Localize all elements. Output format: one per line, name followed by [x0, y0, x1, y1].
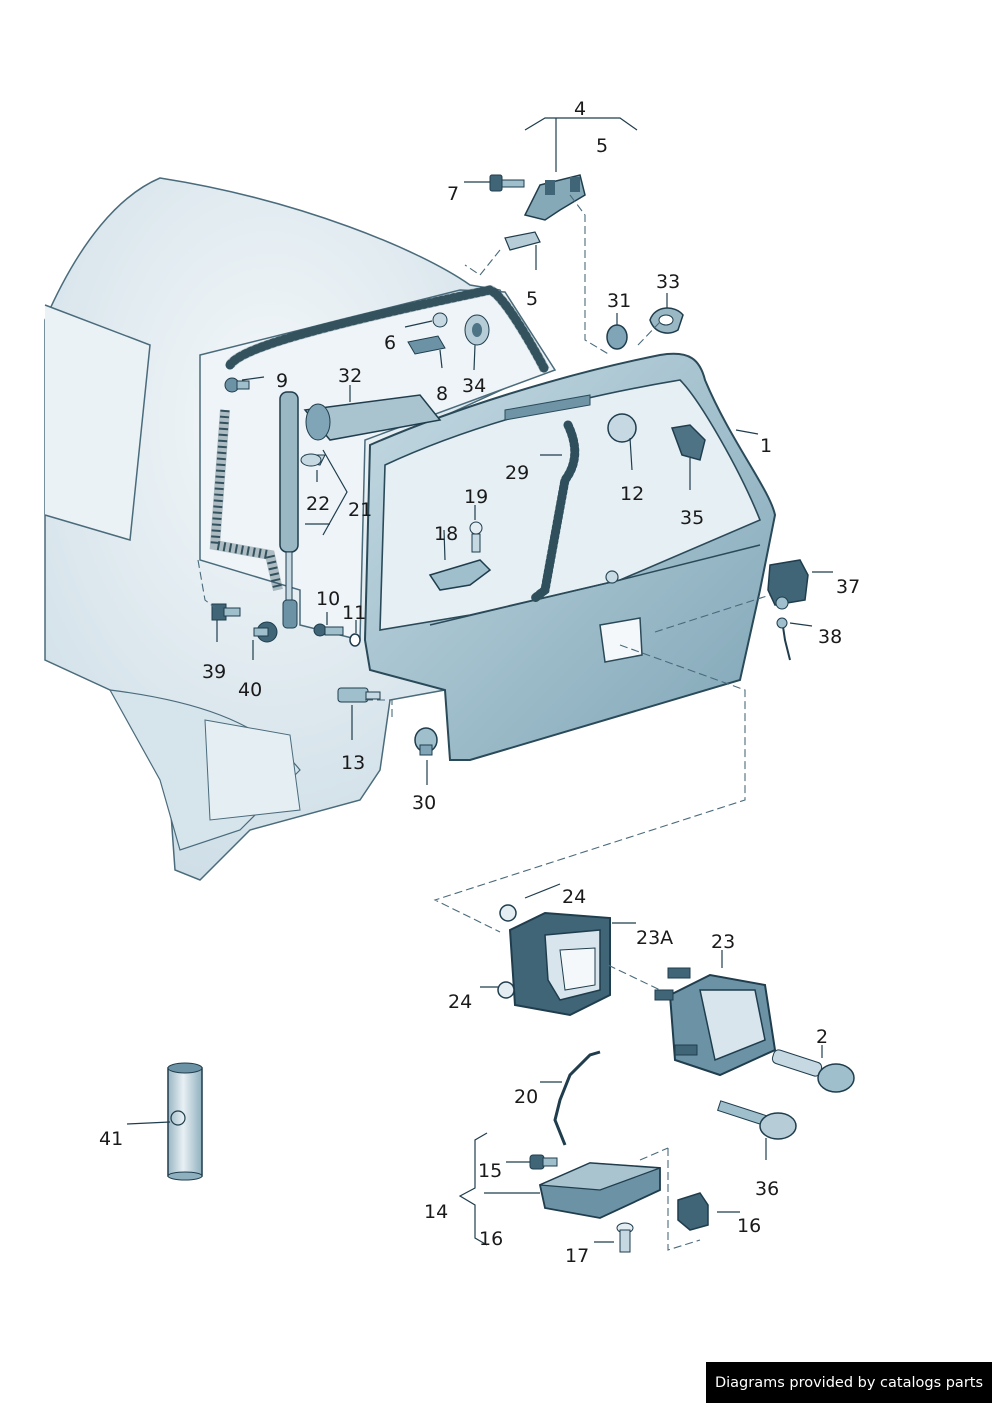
hinge: [504, 174, 586, 251]
lock-housing: [508, 911, 611, 1017]
part-label-24: 24: [448, 991, 473, 1013]
part-label-4: 4: [574, 98, 587, 120]
part-label-23: 23: [711, 931, 736, 953]
part-label-30: 30: [412, 792, 437, 814]
actuator: [767, 559, 809, 661]
part-label-2: 2: [816, 1026, 829, 1048]
part-label-11: 11: [342, 602, 367, 624]
part-label-14: 14: [424, 1201, 449, 1223]
part-label-9: 9: [276, 370, 289, 392]
leader-lines: [126, 117, 833, 1246]
clip: [300, 453, 322, 467]
lock-cylinder: [771, 1049, 855, 1093]
part-label-29: 29: [505, 462, 530, 484]
bolt-15: [529, 1154, 558, 1170]
part-label-19: 19: [464, 486, 489, 508]
nut: [497, 981, 515, 999]
spray-can: [167, 1062, 203, 1181]
part-label-7: 7: [447, 183, 460, 205]
part-label-6: 6: [384, 332, 397, 354]
part-label-17: 17: [565, 1245, 590, 1267]
part-label-33: 33: [656, 271, 681, 293]
part-label-34: 34: [462, 375, 487, 397]
bolt: [489, 174, 525, 192]
trim-clip: [428, 559, 492, 591]
grommets-31-33: [606, 307, 684, 350]
part-label-36: 36: [755, 1178, 780, 1200]
small-clips-top: [407, 312, 490, 355]
part-label-15: 15: [478, 1160, 503, 1182]
part-label-18: 18: [434, 523, 459, 545]
rod: [553, 1050, 601, 1146]
part-label-12: 12: [620, 483, 645, 505]
dashed-guide-lines: [197, 194, 771, 1251]
key: [716, 1100, 797, 1140]
part-label-21: 21: [348, 499, 373, 521]
part-label-35: 35: [680, 507, 705, 529]
part-label-5: 5: [596, 135, 609, 157]
screw: [469, 521, 483, 553]
gas-strut: [279, 391, 299, 629]
part-label-41: 41: [99, 1128, 124, 1150]
part-label-24: 24: [562, 886, 587, 908]
part-label-38: 38: [818, 626, 843, 648]
part-label-37: 37: [836, 576, 861, 598]
part-label-1: 1: [760, 435, 773, 457]
grommet: [607, 413, 637, 443]
part-label-13: 13: [341, 752, 366, 774]
part-label-39: 39: [202, 661, 227, 683]
part-label-8: 8: [436, 383, 449, 405]
nut: [499, 904, 517, 922]
ball-stud: [313, 623, 361, 647]
buffer: [414, 727, 438, 756]
seal-strip: [530, 420, 580, 603]
part-label-5: 5: [526, 288, 539, 310]
part-label-32: 32: [338, 365, 363, 387]
bracket: [670, 424, 706, 461]
studs-39-40: [211, 603, 278, 643]
part-label-23a: 23A: [636, 927, 674, 949]
part-label-20: 20: [514, 1086, 539, 1108]
switch-16: [677, 1192, 709, 1231]
part-label-40: 40: [238, 679, 263, 701]
tailgate: [363, 352, 777, 761]
part-label-16: 16: [737, 1215, 762, 1237]
washer-pipe: [303, 394, 442, 466]
part-label-31: 31: [607, 290, 632, 312]
switch: [337, 687, 381, 703]
part-label-10: 10: [316, 588, 341, 610]
part-label-16: 16: [479, 1228, 504, 1250]
lock-handle: [654, 967, 777, 1077]
part-label-22: 22: [306, 493, 331, 515]
ball-pin: [224, 377, 250, 393]
latch: [538, 1162, 661, 1219]
credit-footer: Diagrams provided by catalogs parts: [706, 1362, 992, 1403]
screw-17: [616, 1222, 634, 1253]
